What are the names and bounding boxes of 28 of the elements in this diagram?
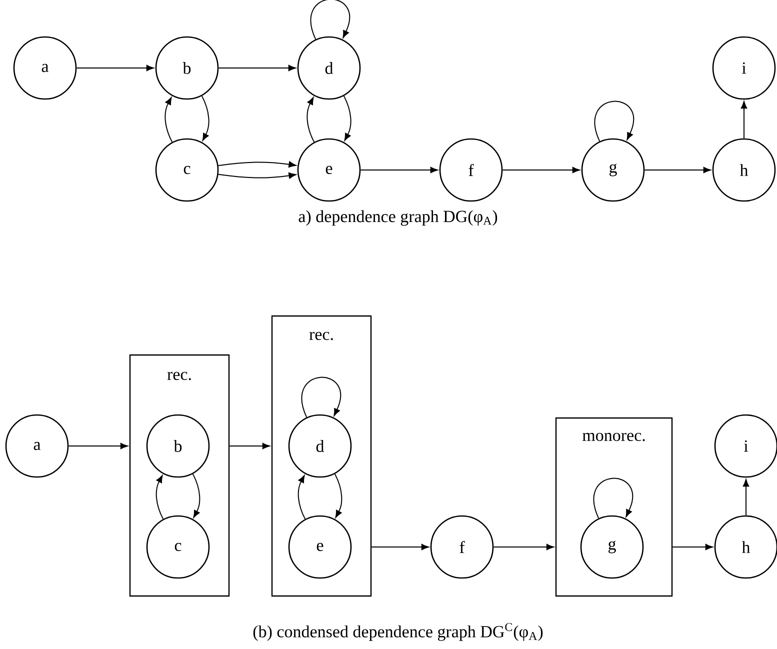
arrow [298,475,306,520]
arrow [334,473,342,518]
arrow [156,475,164,520]
arrow [229,442,270,450]
arrow [76,64,154,72]
arrow [68,442,128,450]
arrow [310,0,350,40]
arrow [306,97,315,143]
arrow [301,376,341,418]
arrow [593,478,633,519]
arrow [218,172,296,179]
caption: (b) condensed dependence graph DG$^{C}$(φ$_{A}$) [253,623,543,641]
arrow [493,544,554,550]
arrow [218,64,296,72]
arrow [164,97,173,143]
arrow [371,544,429,550]
arrow [740,101,748,139]
arrow [343,95,352,141]
arrow [502,166,580,174]
arrow [201,95,210,141]
arrow [192,473,200,518]
arrow [594,100,634,142]
arrow [672,544,713,550]
caption: a) dependence graph DG(φ$_{A}$) [298,210,498,226]
arrow [218,161,296,168]
arrow [644,166,711,174]
arrow [742,479,750,516]
arrow [360,166,438,174]
